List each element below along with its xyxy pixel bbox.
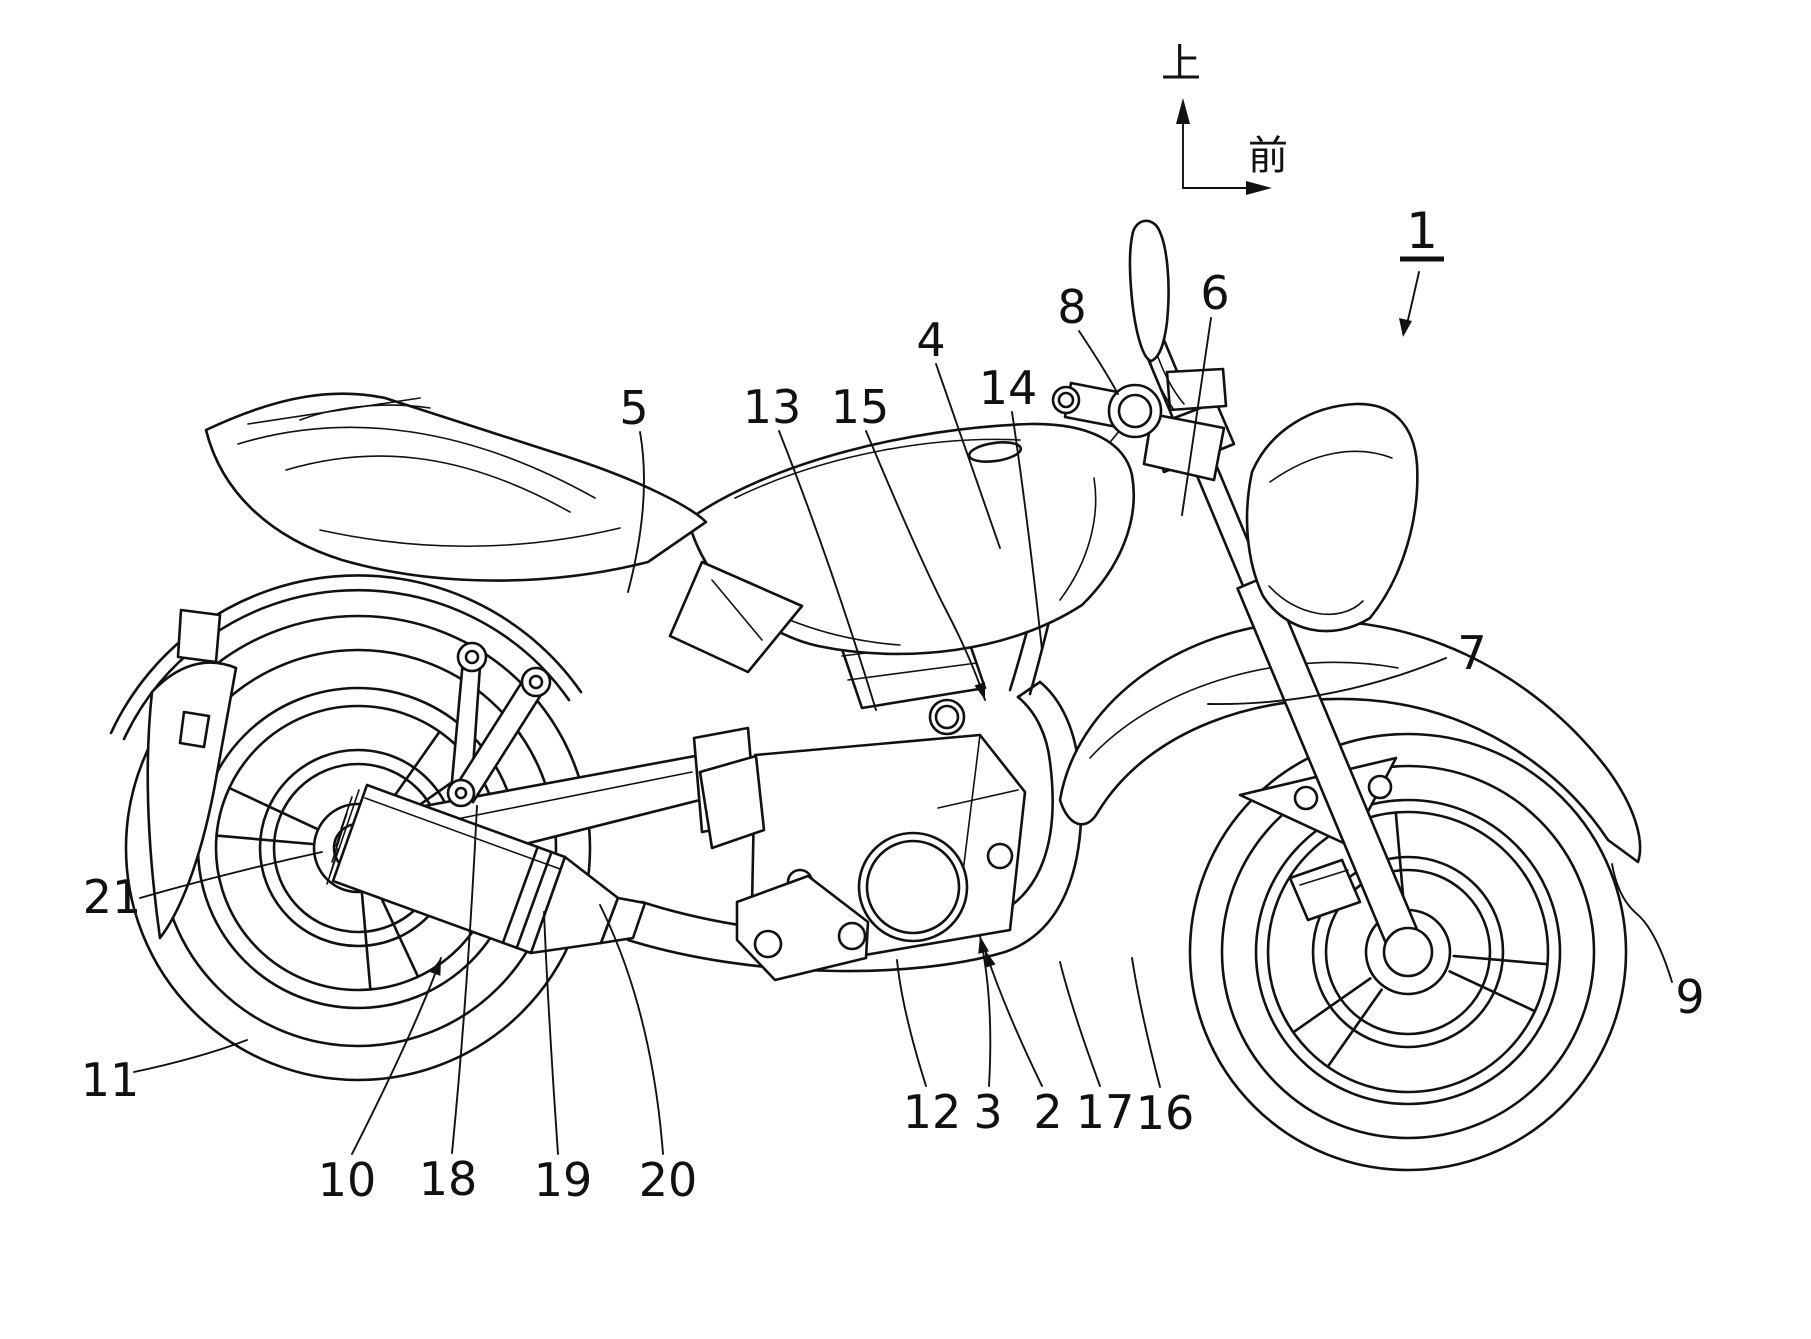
part-label-3: 3 (973, 1085, 1002, 1139)
direction-indicator: 上 前 (1161, 41, 1288, 195)
part-label-group-20: 20 (599, 904, 698, 1207)
leader-arrow-head-15 (974, 682, 985, 700)
part-label-9: 9 (1675, 970, 1704, 1024)
tail-bracket-lower (178, 710, 211, 749)
part-label-8: 8 (1057, 280, 1086, 334)
leader-arrow-head-3 (978, 936, 990, 954)
leader-line-15 (865, 430, 986, 701)
leader-line-21 (139, 851, 323, 899)
part-label-10: 10 (318, 1153, 377, 1207)
part-label-6: 6 (1200, 266, 1229, 320)
part-label-group-3: 3 (973, 935, 1003, 1139)
part-label-14: 14 (979, 361, 1038, 415)
part-label-group-14: 14 (979, 361, 1043, 651)
figure-number-arrow-head (1399, 318, 1412, 337)
part-label-5: 5 (619, 381, 648, 435)
leader-line-4 (935, 363, 1001, 549)
muffler (326, 783, 647, 955)
tail-cowl (204, 392, 708, 582)
leader-line-9 (1611, 863, 1673, 983)
part-label-group-12: 12 (896, 959, 962, 1139)
part-label-18: 18 (419, 1152, 478, 1206)
direction-up-label: 上 (1161, 41, 1201, 87)
part-label-21: 21 (83, 870, 142, 924)
figure-number: 1 (1399, 202, 1444, 337)
figure-number-text: 1 (1406, 202, 1438, 260)
part-label-group-17: 17 (1059, 961, 1135, 1139)
leader-line-11 (133, 1039, 248, 1073)
rear-mud-flap (146, 661, 238, 940)
leader-line-20 (599, 904, 664, 1155)
part-label-group-8: 8 (1057, 280, 1119, 395)
tail-bracket-upper (176, 608, 222, 664)
part-label-12: 12 (903, 1085, 962, 1139)
rear-fender (109, 574, 583, 940)
side-cover (668, 560, 804, 674)
leader-line-10 (351, 957, 442, 1155)
footpeg-bracket (735, 874, 870, 982)
part-label-group-16: 16 (1131, 957, 1195, 1140)
leader-line-18 (451, 805, 478, 1154)
leader-line-8 (1078, 330, 1119, 395)
part-label-16: 16 (1136, 1086, 1195, 1140)
part-label-11: 11 (81, 1053, 140, 1107)
bar-riser (1142, 412, 1226, 482)
sprocket-cover (698, 754, 766, 850)
up-arrow-head (1176, 98, 1190, 124)
part-label-group-13: 13 (743, 380, 877, 711)
part-label-group-9: 9 (1611, 863, 1705, 1024)
part-label-group-2: 2 (984, 949, 1063, 1139)
leader-line-6 (1181, 317, 1212, 516)
leader-line-13 (778, 430, 877, 711)
leader-line-7 (1207, 657, 1447, 706)
leader-line-12 (896, 959, 927, 1087)
part-label-2: 2 (1033, 1085, 1062, 1139)
part-label-group-10: 10 (318, 957, 442, 1207)
leader-line-19 (543, 911, 559, 1155)
headlight (1245, 402, 1419, 633)
seat-tail (204, 392, 708, 582)
part-label-17: 17 (1076, 1085, 1135, 1139)
leader-line-2 (984, 949, 1043, 1087)
front-axle (1382, 926, 1434, 978)
part-label-15: 15 (831, 380, 890, 434)
leader-line-14 (1011, 411, 1043, 651)
figure-number-arrow-line (1405, 271, 1420, 329)
part-label-group-18: 18 (419, 805, 478, 1206)
part-label-4: 4 (916, 313, 945, 367)
part-label-20: 20 (639, 1153, 698, 1207)
part-label-group-19: 19 (534, 911, 593, 1207)
direction-front-label: 前 (1248, 133, 1288, 179)
handlebar-assembly (1051, 219, 1236, 482)
leader-line-5 (627, 431, 645, 593)
part-label-group-7: 7 (1207, 626, 1487, 706)
leader-line-16 (1131, 957, 1161, 1088)
leader-line-17 (1059, 961, 1101, 1087)
part-label-group-5: 5 (619, 381, 649, 593)
part-label-13: 13 (743, 380, 802, 434)
brake-caliper (1288, 858, 1362, 922)
muffler-clamp (501, 845, 539, 945)
fuel-cap (967, 441, 1023, 463)
instrument-block (1165, 367, 1228, 412)
leader-arrow-head-2 (985, 950, 996, 968)
part-label-group-4: 4 (916, 313, 1001, 549)
part-label-group-21: 21 (83, 851, 323, 924)
front-arrow-head (1246, 181, 1272, 195)
part-label-7: 7 (1457, 626, 1486, 680)
rear-suspension-linkage (446, 641, 552, 808)
crankcase-cover (857, 831, 969, 943)
part-label-group-15: 15 (831, 380, 986, 701)
part-label-group-6: 6 (1181, 266, 1230, 516)
part-label-19: 19 (534, 1153, 593, 1207)
part-label-group-11: 11 (81, 1039, 248, 1107)
leader-arrow-head-10 (430, 958, 441, 976)
rear-view-mirror (1128, 219, 1170, 363)
